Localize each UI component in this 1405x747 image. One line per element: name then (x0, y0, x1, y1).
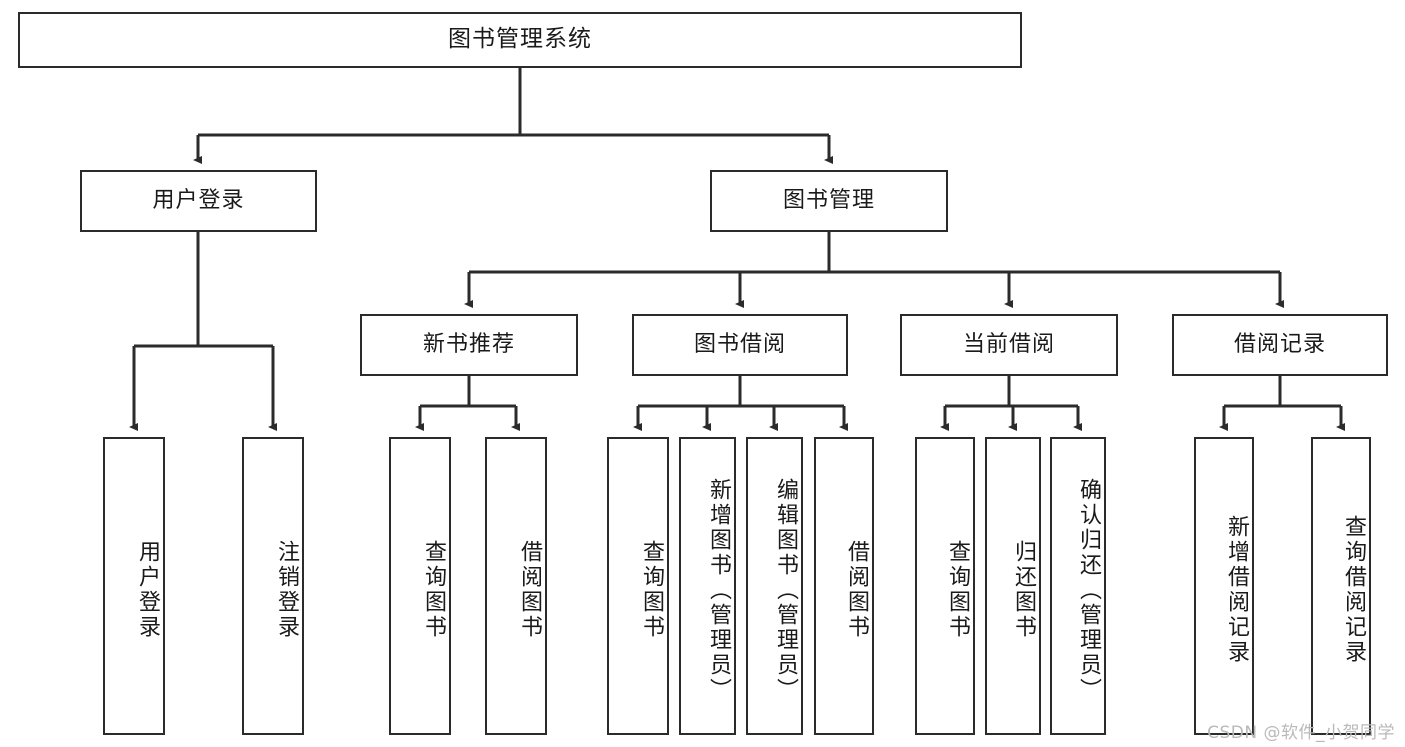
node-book-manage-label: 图书管理 (782, 187, 875, 213)
node-leaf-confirm-return-admin-label: 确认归还（管理员） (1076, 477, 1101, 703)
node-leaf-return-book[interactable]: 归还图书 (985, 437, 1041, 735)
node-leaf-borrow-book-recommend-label: 借阅图书 (517, 540, 542, 640)
node-leaf-confirm-return-admin[interactable]: 确认归还（管理员） (1050, 437, 1106, 735)
node-borrow-records-label: 借阅记录 (1233, 331, 1326, 357)
node-leaf-query-book-borrow[interactable]: 查询图书 (607, 437, 669, 735)
node-leaf-query-book-recommend[interactable]: 查询图书 (389, 437, 451, 735)
node-book-borrow[interactable]: 图书借阅 (632, 314, 848, 376)
node-borrow-records[interactable]: 借阅记录 (1172, 314, 1388, 376)
node-user-login-label: 用户登录 (152, 187, 245, 213)
edge-root-to-level1 (193, 68, 833, 164)
edge-bookborrow-to-leaves (633, 376, 848, 431)
node-leaf-logout[interactable]: 注销登录 (242, 437, 304, 735)
node-leaf-borrow-book-label: 借阅图书 (844, 540, 869, 640)
node-root-label: 图书管理系统 (448, 26, 592, 53)
node-leaf-edit-book-admin-label: 编辑图书（管理员） (773, 477, 798, 703)
node-leaf-add-borrow-record-label: 新增借阅记录 (1224, 515, 1249, 665)
node-leaf-query-book-current-label: 查询图书 (945, 540, 970, 640)
edge-bookmanage-to-level2 (464, 232, 1284, 308)
node-book-borrow-label: 图书借阅 (693, 331, 786, 357)
node-leaf-user-login-label: 用户登录 (135, 540, 160, 640)
node-leaf-user-login[interactable]: 用户登录 (103, 437, 165, 735)
node-leaf-add-borrow-record[interactable]: 新增借阅记录 (1194, 437, 1254, 735)
node-book-manage[interactable]: 图书管理 (710, 170, 948, 232)
edge-currentborrow-to-leaves (940, 376, 1082, 431)
node-current-borrow[interactable]: 当前借阅 (900, 314, 1118, 376)
node-root[interactable]: 图书管理系统 (18, 12, 1022, 68)
node-user-login[interactable]: 用户登录 (80, 170, 317, 232)
node-leaf-query-book-borrow-label: 查询图书 (639, 540, 664, 640)
edge-userlogin-to-leaves (129, 232, 277, 431)
node-leaf-return-book-label: 归还图书 (1011, 540, 1036, 640)
node-leaf-borrow-book-recommend[interactable]: 借阅图书 (485, 437, 547, 735)
node-leaf-query-book-current[interactable]: 查询图书 (915, 437, 975, 735)
node-current-borrow-label: 当前借阅 (962, 331, 1055, 357)
node-leaf-add-book-admin[interactable]: 新增图书（管理员） (679, 437, 736, 735)
edge-recommend-to-leaves (415, 376, 520, 431)
node-leaf-query-borrow-record-label: 查询借阅记录 (1341, 515, 1366, 665)
node-leaf-query-book-recommend-label: 查询图书 (421, 540, 446, 640)
node-leaf-query-borrow-record[interactable]: 查询借阅记录 (1311, 437, 1371, 735)
node-leaf-borrow-book[interactable]: 借阅图书 (814, 437, 874, 735)
edge-borrowrecord-to-leaves (1219, 376, 1345, 431)
node-leaf-add-book-admin-label: 新增图书（管理员） (706, 477, 731, 703)
node-leaf-edit-book-admin[interactable]: 编辑图书（管理员） (746, 437, 803, 735)
node-leaf-logout-label: 注销登录 (274, 540, 299, 640)
node-new-book-recommend[interactable]: 新书推荐 (360, 314, 578, 376)
node-new-book-recommend-label: 新书推荐 (422, 331, 515, 357)
